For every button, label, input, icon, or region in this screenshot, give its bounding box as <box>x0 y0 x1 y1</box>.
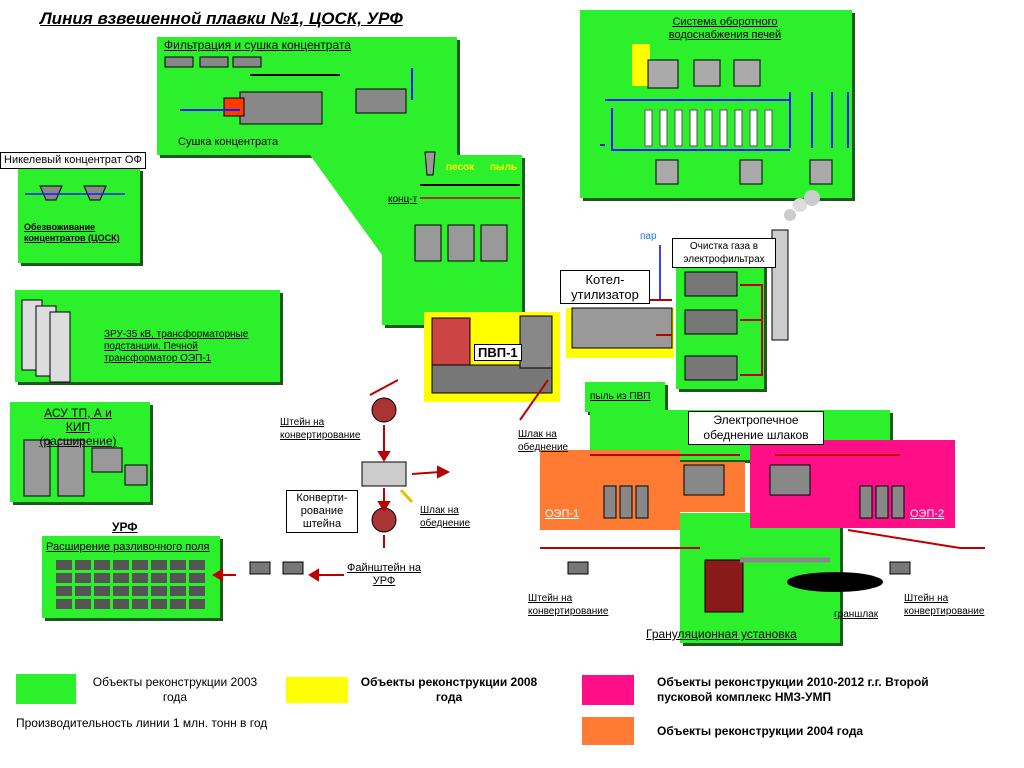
legend-orange-label: Объекты реконструкции 2004 года <box>657 724 864 738</box>
slag-elec-label: Электропечное обеднение шлаков <box>688 411 824 445</box>
asu-label: АСУ ТП, А и КИП (расширение) <box>39 406 117 448</box>
zru-label: ЗРУ-35 кВ, трансформаторные подстанции. … <box>104 329 249 364</box>
oep2-label: ОЭП-2 <box>910 508 945 520</box>
capacity-label: Производительность линии 1 млн. тонн в г… <box>16 716 268 730</box>
gas-label: Очистка газа в электрофильтрах <box>672 238 776 268</box>
legend-pink-swatch <box>582 675 634 705</box>
oep1-label: ОЭП-1 <box>545 508 580 520</box>
conc-label: конц-т <box>388 194 418 205</box>
matte-conv3-label: Штейн на конвертирование <box>904 593 985 617</box>
drying-label: Сушка концентрата <box>178 136 279 148</box>
legend-green-label: Объекты реконструкции 2003 года <box>92 675 258 704</box>
sand-label: песок <box>446 162 475 173</box>
matte-conv2-label: Штейн на конвертирование <box>528 593 609 617</box>
page-title: Линия взвешенной плавки №1, ЦОСК, УРФ <box>40 9 403 28</box>
ingot-grid <box>56 560 210 609</box>
boiler-label: Котел-утилизатор <box>560 270 650 304</box>
filtration-label: Фильтрация и сушка концентрата <box>164 38 351 52</box>
dust-label: пыль <box>490 162 518 173</box>
dewatering-zone <box>18 168 140 263</box>
water-label: Система оборотного водоснабжения печей <box>668 16 782 41</box>
matte-conv1-label: Штейн на конвертирование <box>280 417 361 441</box>
granslag-label: граншлак <box>834 609 879 620</box>
urf-ext-label: Расширение разливочного поля <box>46 541 210 553</box>
legend-green-swatch <box>16 674 76 704</box>
slag-depl2-label: Шлак на обеднение <box>420 505 471 529</box>
legend-yellow-swatch <box>286 677 348 703</box>
water-yellow <box>632 44 650 86</box>
pvp-dust-label: пыль из ПВП <box>590 391 651 402</box>
water-zone <box>580 10 852 198</box>
dust-zone <box>585 382 665 412</box>
legend-orange-swatch <box>582 717 634 745</box>
legend-pink-label: Объекты реконструкции 2010-2012 г.г. Вто… <box>657 675 929 704</box>
urf-label: УРФ <box>112 520 138 534</box>
pvp-label: ПВП-1 <box>474 344 522 361</box>
granulation-label: Грануляционная установка <box>646 627 797 641</box>
fine-matte-label: Файнштейн на УРФ <box>346 562 422 587</box>
steam-label: пар <box>640 231 657 242</box>
nickel-conc-label: Никелевый концентрат ОФ <box>0 152 146 169</box>
slag-depl1-label: Шлак на обеднение <box>518 429 569 453</box>
legend-yellow-label: Объекты реконструкции 2008 года <box>360 675 538 704</box>
converting-label: Конверти-рование штейна <box>286 490 358 533</box>
dewatering-label: Обезвоживание концентратов (ЦОСК) <box>24 222 120 243</box>
